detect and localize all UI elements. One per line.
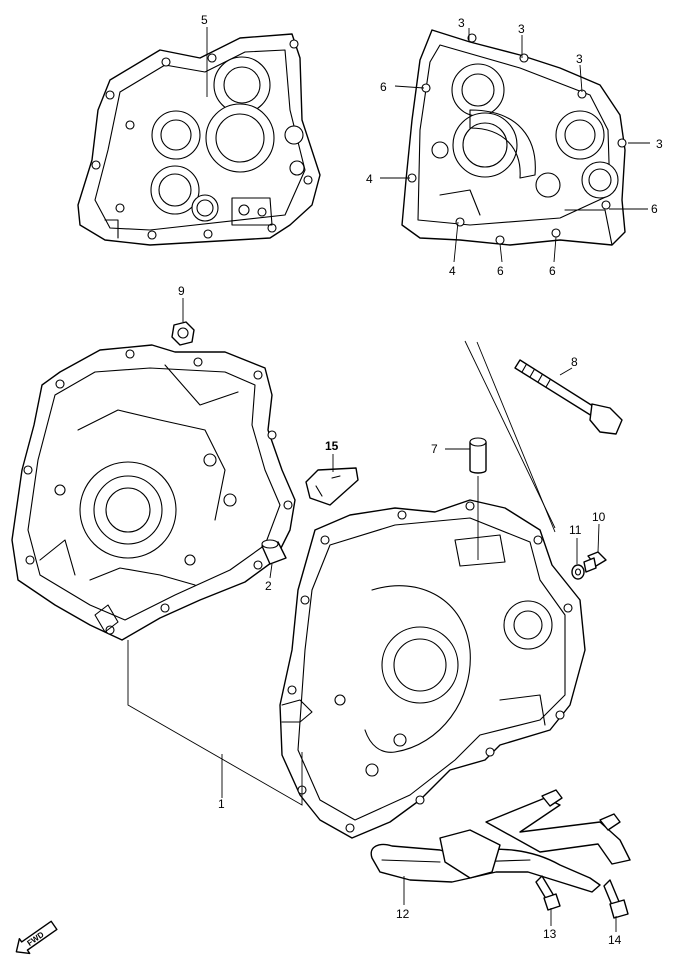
callout-3-d: 3 xyxy=(656,137,663,151)
part-11-washer xyxy=(571,564,585,580)
part-12-guard xyxy=(370,789,631,893)
part-8-bolt xyxy=(514,359,623,435)
part-9-nut xyxy=(171,321,195,346)
callout-5: 5 xyxy=(201,13,208,27)
callout-15: 15 xyxy=(325,439,339,453)
part-13-bolt xyxy=(535,875,561,911)
part-15-gasket xyxy=(305,467,359,506)
callout-8: 8 xyxy=(571,355,578,369)
part-7-dowel-pin xyxy=(469,437,487,474)
part-10-bolt xyxy=(583,551,607,573)
callout-4-b: 4 xyxy=(449,264,456,278)
callout-2: 2 xyxy=(265,579,272,593)
callout-6-b: 6 xyxy=(651,202,658,216)
callout-10: 10 xyxy=(592,510,606,524)
callout-12: 12 xyxy=(396,907,410,921)
callout-6-c: 6 xyxy=(497,264,504,278)
callout-6-d: 6 xyxy=(549,264,556,278)
callout-14: 14 xyxy=(608,933,622,947)
callout-1: 1 xyxy=(218,797,225,811)
crankcase-inner-view-left xyxy=(77,33,321,246)
leader-lines xyxy=(127,27,650,932)
callout-7: 7 xyxy=(431,442,438,456)
crankcase-inner-view-right xyxy=(401,29,627,246)
crankcase-left-half xyxy=(11,344,296,641)
callout-4-a: 4 xyxy=(366,172,373,186)
callout-11: 11 xyxy=(569,523,582,537)
crankcase-right-half xyxy=(279,499,586,839)
callout-13: 13 xyxy=(543,927,557,941)
callout-3-b: 3 xyxy=(518,22,525,36)
callout-3-c: 3 xyxy=(576,52,583,66)
part-14-bolt xyxy=(603,879,629,919)
fwd-direction-arrow: FWD xyxy=(15,920,58,955)
callout-3-a: 3 xyxy=(458,16,465,30)
part-2-dowel-pin xyxy=(261,539,287,565)
callout-labels: 5 3 3 3 3 6 4 6 4 6 6 9 8 7 15 11 10 2 1… xyxy=(178,13,663,947)
callout-9: 9 xyxy=(178,284,185,298)
callout-6-a: 6 xyxy=(380,80,387,94)
